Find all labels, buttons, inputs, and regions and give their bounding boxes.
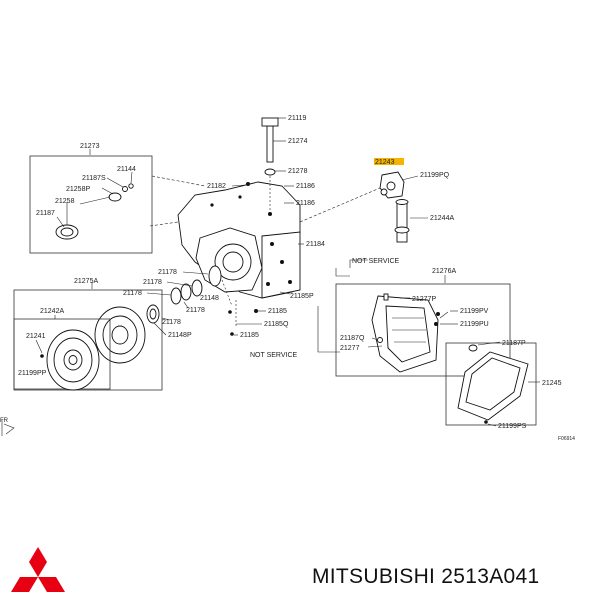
label-21178-b: 21178 [143,279,162,286]
label-21258p: 21258P [66,186,90,193]
label-21185p: 21185P [290,293,314,300]
not-service-upper: NOT SERVICE [352,258,400,265]
label-21241: 21241 [26,333,46,340]
label-21244a: 21244A [430,215,454,222]
fr-label: FR [0,418,9,424]
not-service-lower: NOT SERVICE [250,352,298,359]
label-21199pq: 21199PQ [420,172,450,179]
label-21186-a: 21186 [296,183,315,190]
label-21243: 21243 [375,159,395,166]
label-21178-c: 21178 [123,290,142,297]
brand-part-number: MITSUBISHI 2513A041 [312,565,539,588]
figure-code: F06914 [558,436,575,442]
label-21119: 21119 [288,115,307,122]
label-21277: 21277 [340,345,360,352]
label-21187s: 21187S [82,175,106,182]
label-21187p: 21187P [502,340,526,347]
group-21276a [335,275,511,377]
label-21148: 21148 [200,295,219,302]
label-21242a: 21242A [40,308,64,315]
label-21185-a: 21185 [268,308,287,315]
label-21258: 21258 [55,198,75,205]
seal-rings-21178 [146,265,258,336]
highlight-21243 [374,158,404,165]
label-21199pu: 21199PU [460,321,489,328]
label-21178-a: 21178 [158,269,177,276]
group-21273 [29,149,153,254]
label-21245: 21245 [542,380,562,387]
label-21199ps: 21199PS [498,423,527,430]
label-21185q: 21185Q [264,321,289,328]
transmission-case [177,117,301,299]
label-21277p: 21277P [412,296,436,303]
label-21148p: 21148P [168,332,192,339]
part-labels: 21119 21274 21278 21186 21186 21182 2118… [0,115,575,442]
mitsubishi-logo-icon [11,547,65,592]
label-21273: 21273 [80,143,100,150]
label-21178-e: 21178 [162,319,181,326]
label-21184: 21184 [306,241,325,248]
label-21199pp: 21199PP [18,370,47,377]
label-21178-d: 21178 [186,307,205,314]
solenoid-21243 [374,158,428,243]
label-21182: 21182 [207,183,226,190]
torque-converter [13,282,163,391]
group-21245 [445,341,540,426]
label-21199pv: 21199PV [460,308,489,315]
label-21274: 21274 [288,138,308,145]
label-21186-b: 21186 [296,200,315,207]
label-21187q: 21187Q [340,335,365,342]
label-21276a: 21276A [432,268,456,275]
label-21278: 21278 [288,168,308,175]
label-21275a: 21275A [74,278,98,285]
label-21185-b: 21185 [240,332,259,339]
label-21144: 21144 [117,166,136,173]
label-21187: 21187 [36,210,55,217]
